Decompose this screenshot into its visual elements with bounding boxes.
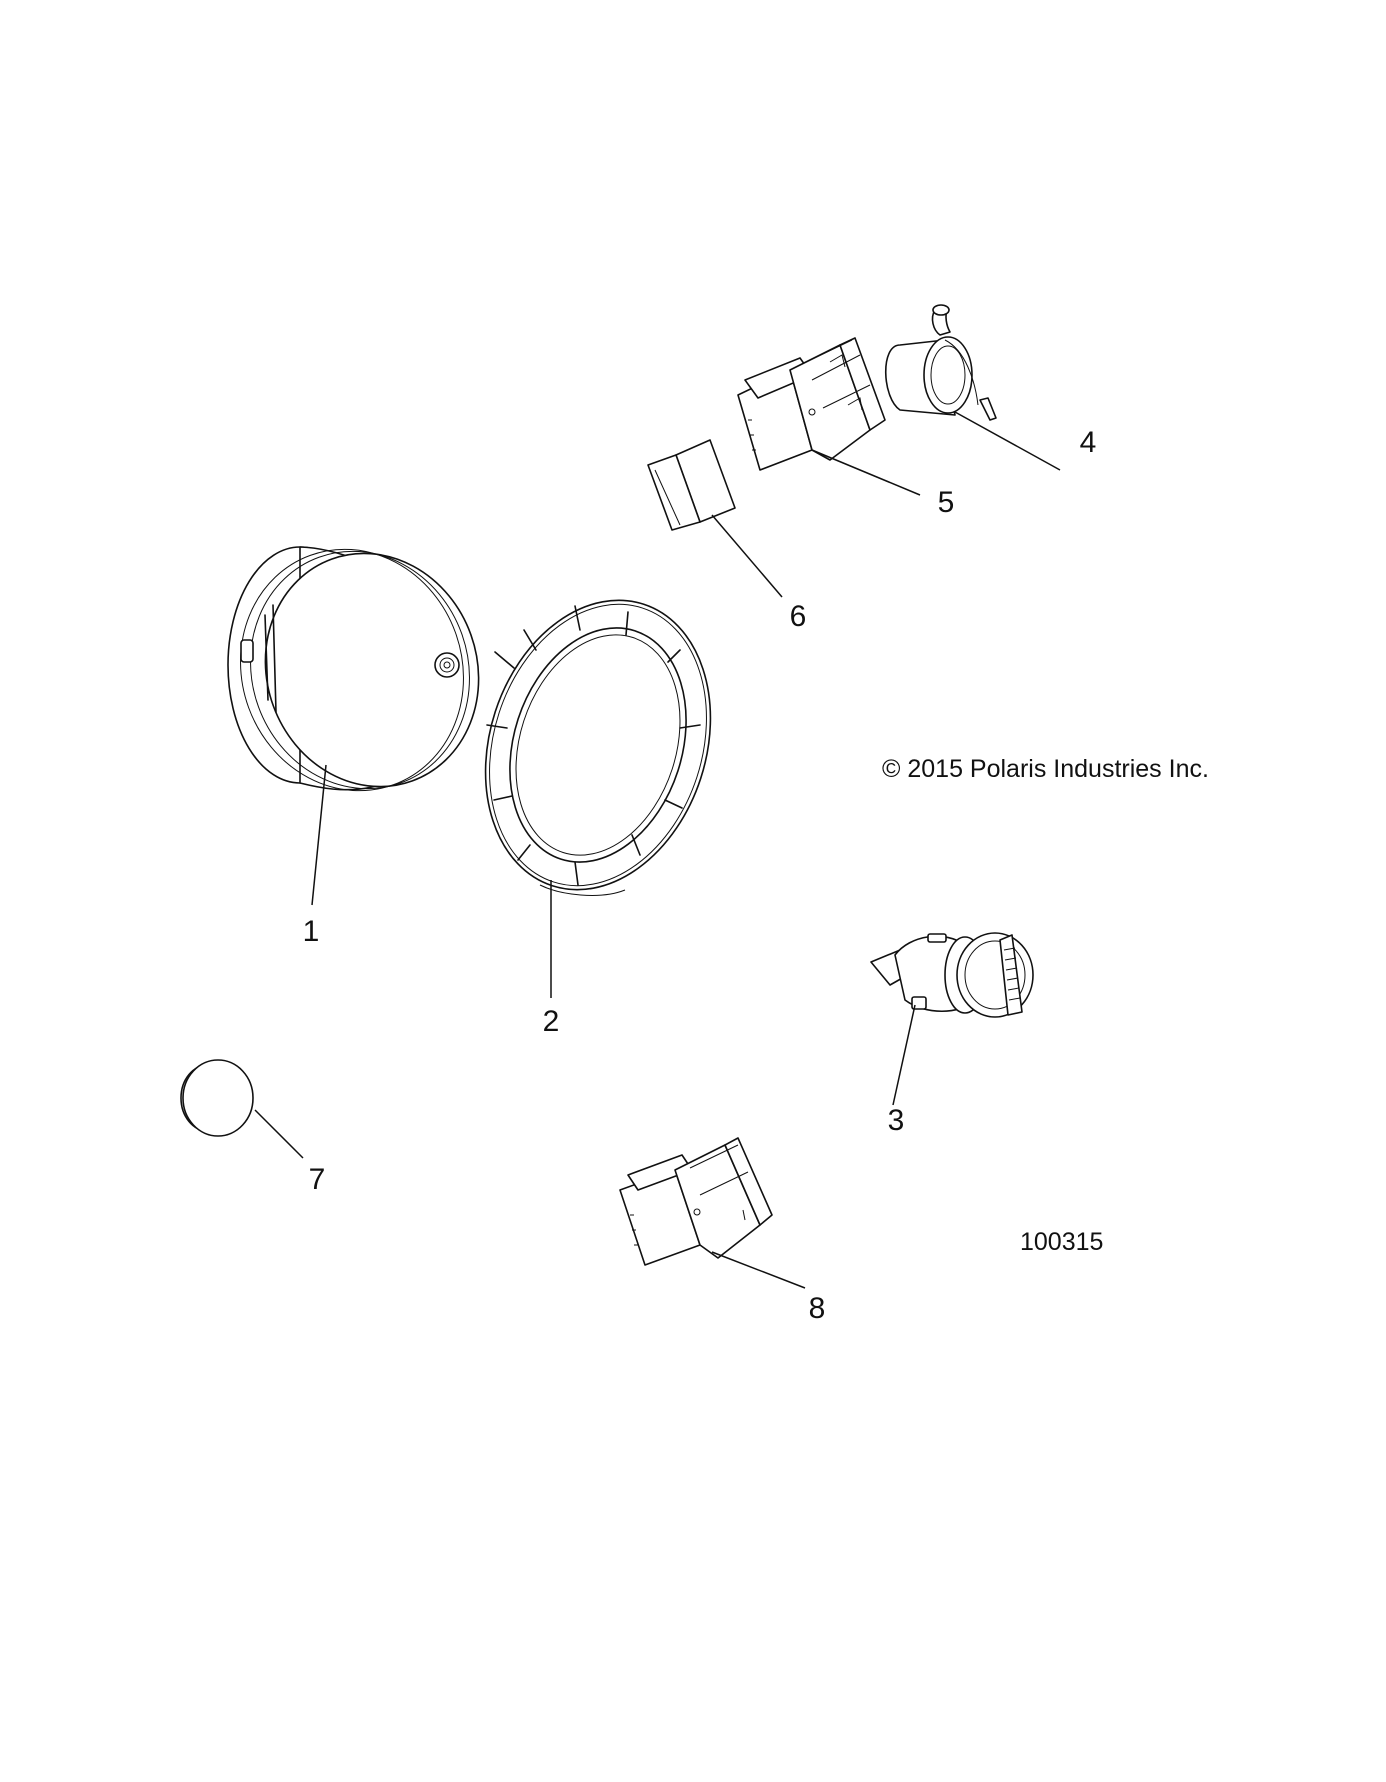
- leader-5: [811, 449, 921, 496]
- leader-7: [254, 1109, 304, 1159]
- part-6-pad: [648, 440, 735, 530]
- leader-3: [892, 1004, 916, 1106]
- leader-6: [711, 514, 783, 598]
- leader-8: [711, 1251, 806, 1289]
- part-8-rocker-switch: [620, 1138, 772, 1265]
- callout-1: 1: [302, 915, 320, 948]
- callout-7: 7: [308, 1163, 326, 1196]
- leader-4: [954, 411, 1061, 471]
- part-3-key-switch: [871, 933, 1033, 1017]
- callout-6: 6: [789, 600, 807, 633]
- part-4-power-socket: [886, 305, 996, 420]
- callout-4: 4: [1079, 426, 1097, 459]
- part-7-round-cap: [181, 1060, 253, 1136]
- part-2-bezel-ring: [450, 571, 747, 919]
- part-1-gauge-housing: [207, 518, 511, 823]
- callout-3: 3: [887, 1104, 905, 1137]
- leader-1: [311, 764, 327, 906]
- part-5-rocker-switch: [738, 338, 885, 470]
- callout-2: 2: [542, 1005, 560, 1038]
- figure-number: 100315: [1020, 1228, 1104, 1256]
- callout-8: 8: [808, 1292, 826, 1325]
- callout-5: 5: [937, 486, 955, 519]
- copyright-notice: © 2015 Polaris Industries Inc.: [882, 755, 1209, 783]
